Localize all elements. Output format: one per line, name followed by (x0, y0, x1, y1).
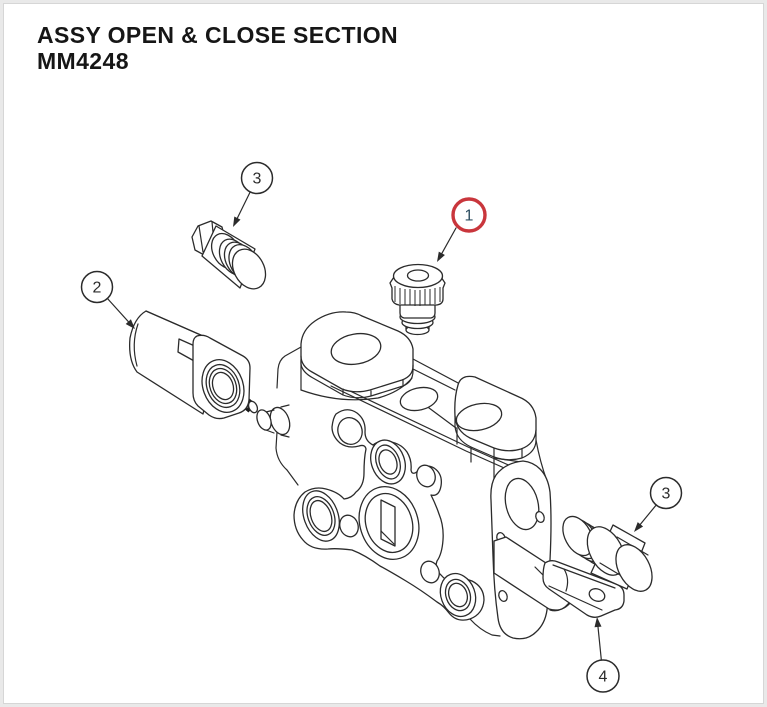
callout-3-upper: 3 (233, 161, 274, 227)
valve-body (256, 311, 576, 640)
page-subtitle-part-number: MM4248 (37, 48, 129, 74)
valve-body-left-boss (300, 311, 414, 401)
callout-2-circle (80, 270, 114, 304)
valve-body-right-boss (454, 375, 548, 482)
callout-3-upper-arrowhead (233, 216, 241, 227)
part-2-cap (129, 310, 259, 420)
part-3-plug-lower (562, 515, 653, 592)
callout-1-arrowhead (437, 251, 445, 262)
callout-1-number: 1 (465, 208, 474, 225)
callout-1: 1 (437, 197, 487, 262)
callout-4: 4 (586, 617, 620, 693)
page-title: ASSY OPEN & CLOSE SECTION (37, 22, 399, 48)
title-block: ASSY OPEN & CLOSE SECTION MM4248 (37, 22, 398, 74)
callout-2: 2 (80, 270, 135, 329)
callout-2-arrowhead (125, 319, 135, 329)
callout-4-arrowhead (594, 617, 602, 628)
callout-3-lower-number: 3 (662, 486, 671, 503)
callout-2-number: 2 (93, 280, 102, 297)
callout-3-lower: 3 (634, 476, 683, 532)
part-3-plug-upper (191, 220, 267, 290)
callout-4-circle (586, 659, 620, 693)
callout-3-lower-circle (649, 476, 683, 510)
callout-3-lower-arrowhead (634, 522, 644, 532)
part-4-clevis (542, 560, 625, 618)
callout-1-circle (451, 197, 487, 233)
valve-body-gasket-face (293, 409, 501, 637)
part-1-knob (389, 263, 446, 336)
callout-3-upper-number: 3 (253, 171, 262, 188)
callout-3-upper-circle (240, 161, 274, 195)
callout-4-number: 4 (599, 669, 608, 686)
